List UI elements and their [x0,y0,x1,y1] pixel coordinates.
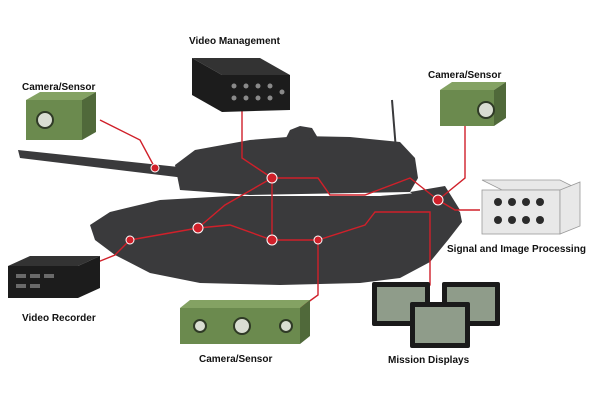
cam-right-side [494,82,506,126]
rec-top [8,256,100,266]
label-camera-sensor-left: Camera/Sensor [22,82,96,93]
link-processor [437,199,480,211]
label-video-recorder: Video Recorder [22,313,96,324]
vm-connectors [231,83,285,101]
cam-bottom-side [300,300,310,344]
node-hull-center-left [192,222,204,234]
node-turret-main [266,172,278,184]
cam-bottom-lens-left [193,319,207,333]
vm-box-front [192,58,222,112]
link-video-management [241,108,273,179]
camera-sensor-left [26,92,96,140]
cam-right-lens [477,101,495,119]
node-hull-center [266,234,278,246]
link-camera-right [437,125,466,201]
node-hull-left [125,235,135,245]
vm-box-side [222,75,290,112]
proc-front [481,189,561,235]
tank-gun-barrel [18,150,188,178]
node-front [432,194,444,206]
node-turret-left [150,163,160,173]
video-management-unit [192,58,290,112]
link-camera-left [99,119,156,169]
proc-side [559,181,581,235]
video-recorder [8,256,100,298]
cam-left-lens [36,111,54,129]
cam-left-top [26,92,96,100]
tank-antenna [391,99,397,151]
link-turret-bus [272,177,439,201]
link-turret-left [197,177,273,229]
tank-hatch [285,126,318,140]
mission-displays [372,282,500,348]
tank-turret [175,136,418,195]
cam-bottom-lens-right [279,319,293,333]
proc-connectors [494,198,544,224]
rec-front [8,266,78,298]
cam-bottom-top [180,300,310,308]
cam-bottom-lens-center [233,317,251,335]
display-front [410,302,470,348]
vm-box-top [192,58,290,75]
signal-image-processor [481,179,581,235]
camera-sensor-right [440,82,506,126]
node-hull-right [313,235,323,245]
rec-ports [16,274,54,288]
cam-left-side [82,92,96,140]
connector-nodes [125,163,444,246]
label-camera-sensor-bottom: Camera/Sensor [199,354,273,365]
display-front-screen [415,307,465,343]
label-camera-sensor-right: Camera/Sensor [428,70,502,81]
label-mission-displays: Mission Displays [388,355,470,366]
camera-sensor-bottom [180,300,310,344]
rec-side [78,256,100,298]
cam-right-top [440,82,506,90]
label-signal-image-processing: Signal and Image Processing [447,244,586,255]
label-video-management: Video Management [189,36,280,47]
